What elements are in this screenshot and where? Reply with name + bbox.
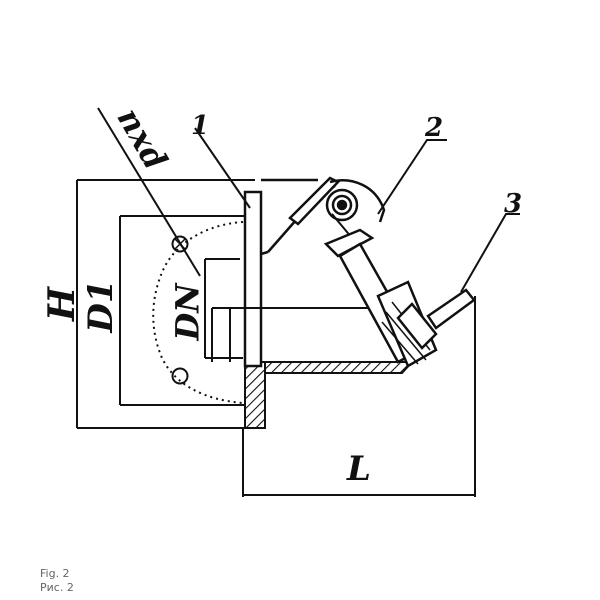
dimension-l bbox=[242, 296, 476, 497]
flange-plate bbox=[243, 190, 263, 368]
caption-english: Fig. 2 bbox=[40, 567, 70, 580]
dimension-d1 bbox=[119, 215, 248, 406]
dimension-h bbox=[76, 179, 255, 429]
bolt-circle-arc bbox=[152, 221, 244, 404]
bolt-hole-lower bbox=[171, 367, 189, 385]
valve-body bbox=[211, 176, 415, 374]
disc-arm bbox=[323, 228, 375, 258]
hinge-pin-middle bbox=[331, 194, 353, 216]
pin-block bbox=[396, 302, 438, 350]
callout-3: 3 bbox=[504, 189, 522, 219]
leader-2 bbox=[377, 139, 447, 215]
callout-2: 2 bbox=[424, 113, 443, 143]
label-h: H bbox=[41, 286, 83, 322]
callout-1: 1 bbox=[191, 111, 209, 141]
leader-3 bbox=[460, 213, 520, 293]
flange bbox=[243, 190, 266, 429]
label-dn: DN bbox=[169, 282, 207, 342]
hinge-housing bbox=[329, 179, 386, 223]
label-d1: D1 bbox=[81, 279, 121, 333]
caption-russian: Рис. 2 bbox=[40, 581, 74, 594]
leader-1 bbox=[194, 127, 251, 209]
seat-plate bbox=[288, 176, 341, 226]
bottom-wall bbox=[264, 361, 415, 374]
bolt-hole-upper bbox=[171, 235, 189, 253]
label-l: L bbox=[346, 449, 371, 489]
pin-shaft bbox=[426, 288, 476, 330]
label-nxd: nxd bbox=[110, 101, 175, 176]
nxd-leader bbox=[97, 107, 201, 277]
hinge-assembly bbox=[323, 179, 386, 258]
callout-leaders bbox=[194, 127, 520, 293]
